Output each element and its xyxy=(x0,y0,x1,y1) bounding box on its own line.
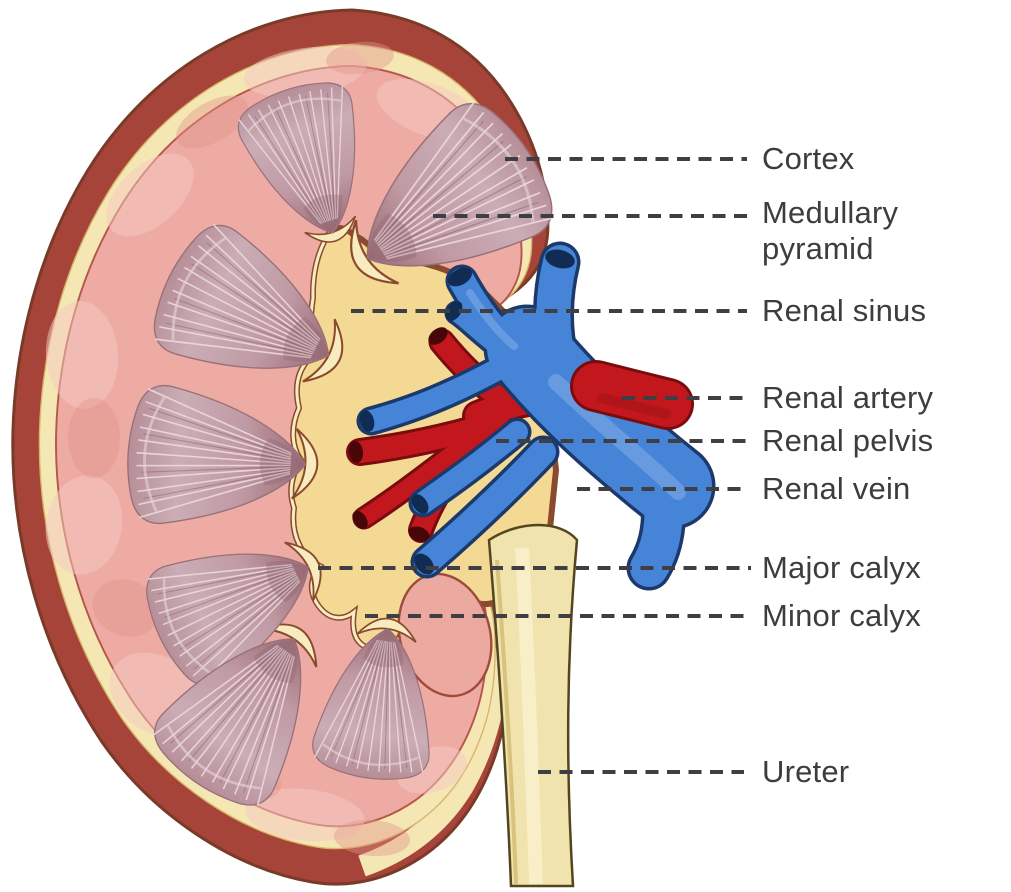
ureter-highlight xyxy=(515,547,543,885)
capsule-cream-band xyxy=(358,647,509,877)
artery-cut-ends xyxy=(348,327,448,542)
label-renal-sinus: Renal sinus xyxy=(762,293,927,328)
vein-cut-ends xyxy=(359,249,575,575)
label-renal-pelvis: Renal pelvis xyxy=(762,423,934,458)
label-renal-artery: Renal artery xyxy=(762,380,934,415)
label-medullary-pyramid: Medullary pyramid xyxy=(762,195,899,266)
label-cortex: Cortex xyxy=(762,141,855,176)
label-ureter: Ureter xyxy=(762,754,850,789)
renal-artery-main xyxy=(570,360,694,430)
label-major-calyx: Major calyx xyxy=(762,550,921,585)
kidney-outline xyxy=(11,8,550,886)
ureter-shade-line xyxy=(495,559,518,885)
leader-lines xyxy=(318,157,751,774)
label-minor-calyx: Minor calyx xyxy=(762,598,921,633)
kidney-body xyxy=(11,8,571,886)
ureter-region xyxy=(487,523,579,888)
label-renal-vein: Renal vein xyxy=(762,471,911,506)
